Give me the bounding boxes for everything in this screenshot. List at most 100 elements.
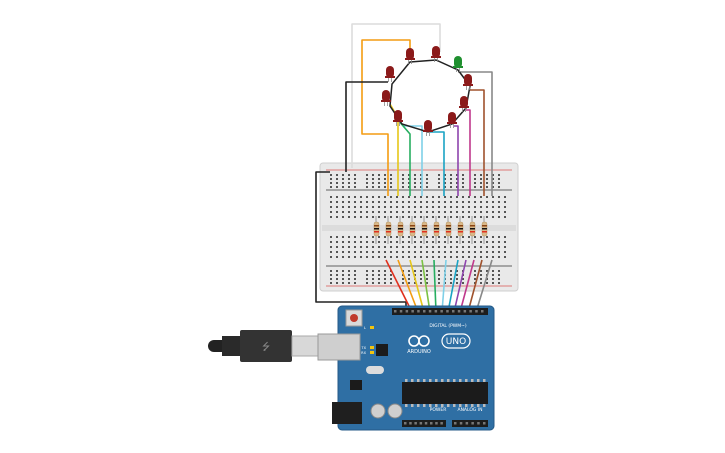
power-pin-hole[interactable] [409,422,412,425]
digital-pin-hole[interactable] [446,310,449,313]
breadboard-hole[interactable] [480,270,482,272]
breadboard-hole[interactable] [396,201,398,203]
breadboard-hole[interactable] [402,236,404,238]
breadboard-hole[interactable] [444,206,446,208]
breadboard-hole[interactable] [330,282,332,284]
breadboard-hole[interactable] [480,216,482,218]
breadboard-hole[interactable] [426,196,428,198]
breadboard-hole[interactable] [372,282,374,284]
breadboard-hole[interactable] [486,201,488,203]
breadboard-hole[interactable] [342,251,344,253]
breadboard-hole[interactable] [390,174,392,176]
breadboard-hole[interactable] [462,182,464,184]
breadboard-hole[interactable] [474,251,476,253]
breadboard-hole[interactable] [354,206,356,208]
breadboard-hole[interactable] [486,270,488,272]
breadboard-hole[interactable] [330,182,332,184]
resistor[interactable] [397,216,404,244]
digital-pin-hole[interactable] [405,310,409,313]
breadboard-hole[interactable] [438,274,440,276]
breadboard-hole[interactable] [342,196,344,198]
breadboard-hole[interactable] [486,246,488,248]
breadboard-hole[interactable] [390,278,392,280]
breadboard-hole[interactable] [456,282,458,284]
breadboard-hole[interactable] [420,246,422,248]
breadboard-hole[interactable] [456,211,458,213]
breadboard-hole[interactable] [486,178,488,180]
breadboard-hole[interactable] [492,256,494,258]
breadboard-hole[interactable] [426,216,428,218]
breadboard-hole[interactable] [396,251,398,253]
breadboard-hole[interactable] [462,211,464,213]
breadboard-hole[interactable] [462,201,464,203]
breadboard-hole[interactable] [408,246,410,248]
breadboard-hole[interactable] [414,174,416,176]
breadboard-hole[interactable] [354,201,356,203]
breadboard-hole[interactable] [450,182,452,184]
digital-pin-hole[interactable] [434,310,438,313]
breadboard-hole[interactable] [420,186,422,188]
breadboard-hole[interactable] [336,282,338,284]
breadboard-hole[interactable] [456,178,458,180]
breadboard-hole[interactable] [354,182,356,184]
breadboard-hole[interactable] [384,196,386,198]
breadboard-hole[interactable] [408,216,410,218]
breadboard-hole[interactable] [420,206,422,208]
breadboard-hole[interactable] [384,201,386,203]
breadboard-hole[interactable] [372,186,374,188]
breadboard-hole[interactable] [498,178,500,180]
breadboard-hole[interactable] [348,251,350,253]
breadboard-hole[interactable] [492,182,494,184]
led[interactable] [423,120,433,136]
breadboard-hole[interactable] [372,178,374,180]
breadboard-hole[interactable] [420,211,422,213]
breadboard-hole[interactable] [480,178,482,180]
breadboard-hole[interactable] [438,211,440,213]
breadboard-hole[interactable] [354,246,356,248]
breadboard-hole[interactable] [384,178,386,180]
breadboard-hole[interactable] [390,251,392,253]
breadboard-hole[interactable] [444,186,446,188]
power-pin-hole[interactable] [424,422,428,425]
breadboard-hole[interactable] [498,246,500,248]
breadboard-hole[interactable] [408,196,410,198]
power-pin-hole[interactable] [435,422,438,425]
breadboard-hole[interactable] [396,206,398,208]
breadboard-hole[interactable] [366,236,368,238]
breadboard-hole[interactable] [498,182,500,184]
breadboard-hole[interactable] [486,182,488,184]
breadboard-hole[interactable] [414,186,416,188]
breadboard-hole[interactable] [372,182,374,184]
digital-pin-hole[interactable] [475,310,478,313]
breadboard-hole[interactable] [438,282,440,284]
breadboard-hole[interactable] [330,278,332,280]
breadboard-hole[interactable] [354,278,356,280]
breadboard-hole[interactable] [498,206,500,208]
breadboard-hole[interactable] [408,274,410,276]
breadboard-hole[interactable] [492,216,494,218]
breadboard-hole[interactable] [498,274,500,276]
breadboard-hole[interactable] [402,211,404,213]
breadboard-hole[interactable] [438,201,440,203]
breadboard-hole[interactable] [396,246,398,248]
analog-pin-hole[interactable] [454,422,457,425]
breadboard-hole[interactable] [450,178,452,180]
breadboard-hole[interactable] [438,278,440,280]
breadboard-hole[interactable] [348,174,350,176]
breadboard-hole[interactable] [474,196,476,198]
breadboard-hole[interactable] [492,196,494,198]
breadboard-hole[interactable] [396,211,398,213]
breadboard-hole[interactable] [480,256,482,258]
digital-pin-hole[interactable] [469,310,472,313]
breadboard-hole[interactable] [456,256,458,258]
breadboard-hole[interactable] [486,236,488,238]
breadboard-hole[interactable] [480,241,482,243]
breadboard-hole[interactable] [504,236,506,238]
breadboard-hole[interactable] [330,251,332,253]
breadboard-hole[interactable] [426,174,428,176]
breadboard-hole[interactable] [450,274,452,276]
breadboard-hole[interactable] [498,186,500,188]
breadboard-hole[interactable] [486,251,488,253]
breadboard-hole[interactable] [336,256,338,258]
arduino-power-jack[interactable] [332,402,362,424]
